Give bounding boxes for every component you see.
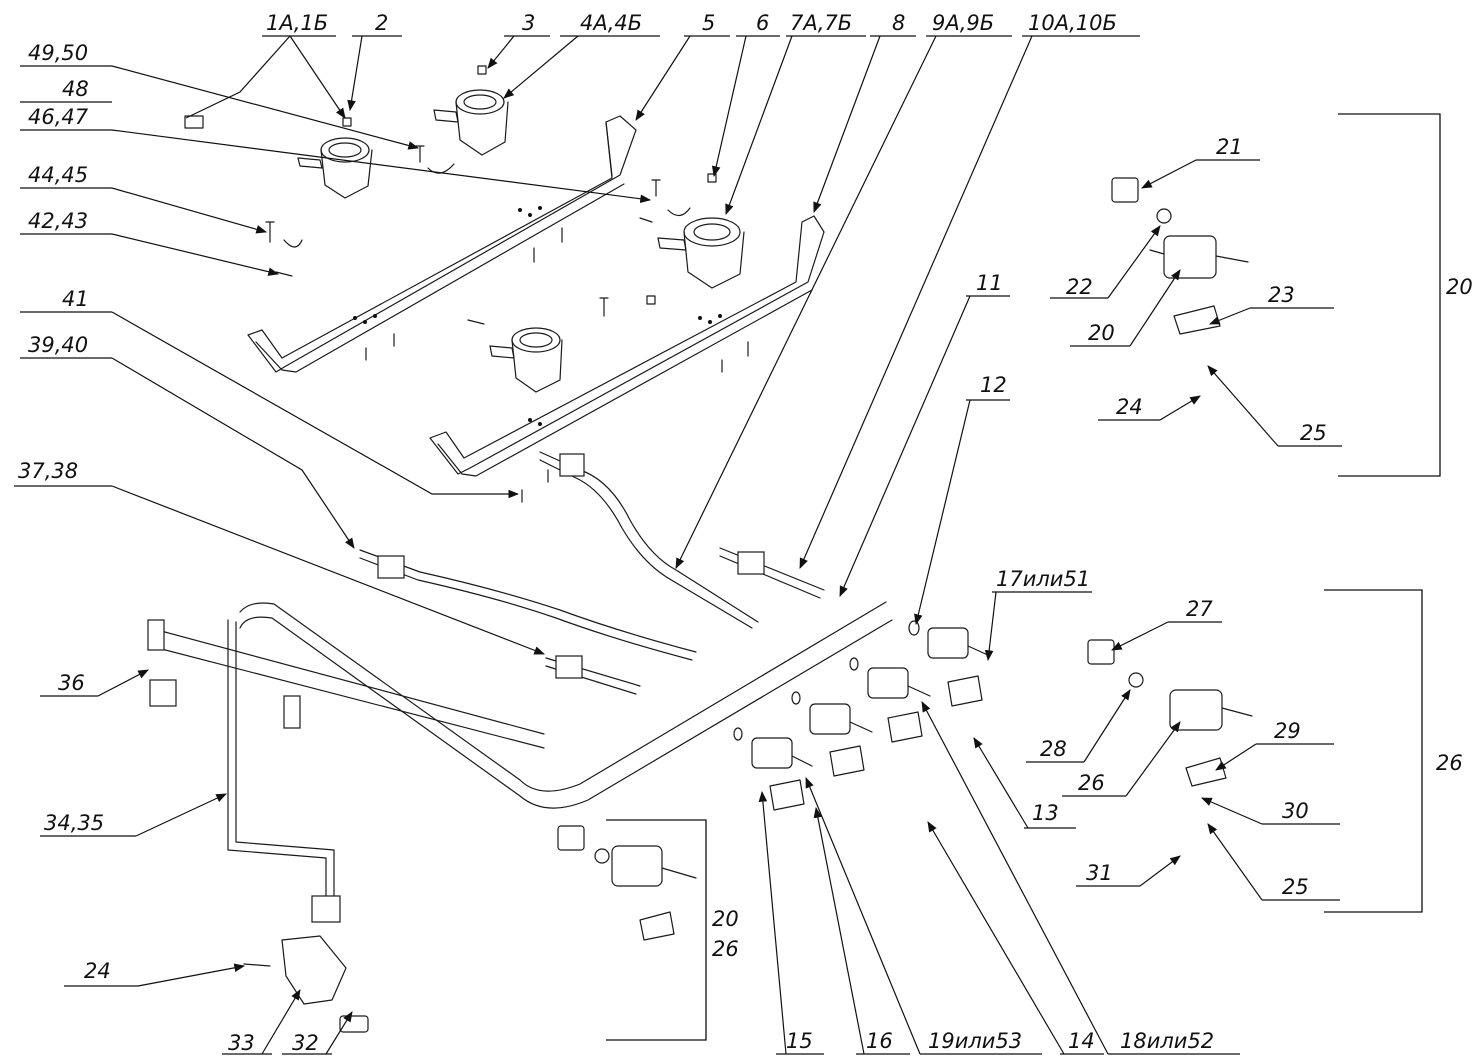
callout-3: 3	[522, 11, 535, 35]
callout-20-bracket: 20	[1446, 275, 1473, 299]
parts-drawing	[147, 65, 1441, 1041]
callout-31: 31	[1086, 861, 1113, 885]
callout-27: 27	[1186, 597, 1213, 621]
callout-44: 44,45	[28, 163, 88, 187]
group-bracket-20-26	[606, 819, 707, 1041]
callout-37: 37,38	[18, 459, 78, 483]
callout-18: 18или52	[1120, 1029, 1214, 1053]
callout-26-bracket: 26	[1436, 751, 1463, 775]
callout-9: 9А,9Б	[932, 11, 994, 35]
burner-cup-7	[657, 217, 745, 289]
callout-34: 34,35	[44, 811, 104, 835]
callout-46: 46,47	[28, 105, 89, 129]
callout-23: 23	[1268, 283, 1295, 307]
callout-17: 17или51	[996, 567, 1090, 591]
callout-21: 21	[1216, 135, 1243, 159]
callout-41: 41	[62, 287, 89, 311]
callout-36: 36	[58, 671, 85, 695]
callout-39: 39,40	[28, 333, 88, 357]
callout-24-group: 24	[1116, 395, 1143, 419]
gas-pipes	[147, 451, 893, 923]
callout-13: 13	[1032, 801, 1059, 825]
callout-5: 5	[702, 11, 715, 35]
callout-12: 12	[980, 373, 1007, 397]
callout-15: 15	[786, 1029, 813, 1053]
callout-2: 2	[375, 11, 388, 35]
callout-4: 4А,4Б	[580, 11, 642, 35]
callout-26-group: 26	[1078, 771, 1105, 795]
callout-25-group26: 25	[1282, 875, 1309, 899]
callout-25-group20: 25	[1300, 421, 1327, 445]
callout-19: 19или53	[928, 1029, 1022, 1053]
callout-8: 8	[892, 11, 905, 35]
callout-22: 22	[1066, 275, 1093, 299]
callout-11: 11	[976, 271, 1003, 295]
burner-cup-4	[433, 89, 509, 156]
mounting-bar-upper	[247, 115, 637, 373]
burner-cup-1	[297, 137, 373, 199]
small-fasteners	[184, 65, 749, 503]
callout-29: 29	[1274, 719, 1301, 743]
callout-6: 6	[756, 11, 769, 35]
gas-valve-assemblies	[243, 177, 1253, 1033]
group-bracket-26	[1324, 589, 1423, 913]
callout-49: 49,50	[28, 41, 88, 65]
callout-42: 42,43	[28, 209, 88, 233]
callout-28: 28	[1040, 737, 1067, 761]
mounting-bar-lower	[429, 215, 825, 475]
callout-26-small: 26	[712, 937, 739, 961]
callout-7: 7А,7Б	[790, 11, 852, 35]
callout-32: 32	[292, 1031, 319, 1055]
callout-33: 33	[228, 1031, 255, 1055]
callout-30: 30	[1282, 799, 1309, 823]
callout-24-bottom: 24	[84, 959, 111, 983]
callout-1: 1А,1Б	[266, 11, 328, 35]
callout-48: 48	[62, 77, 89, 101]
callout-20-small: 20	[712, 907, 739, 931]
callouts: 1А,1Б 2 3 4А,4Б 5 6 7А,7Б 8 9А,9Б 10А,10…	[14, 11, 1473, 1055]
callout-14: 14	[1068, 1029, 1095, 1053]
group-bracket-20	[1338, 113, 1441, 477]
callout-10: 10А,10Б	[1028, 11, 1117, 35]
burner-cup-lower	[489, 327, 563, 393]
callout-20-group: 20	[1088, 321, 1115, 345]
callout-16: 16	[866, 1029, 893, 1053]
